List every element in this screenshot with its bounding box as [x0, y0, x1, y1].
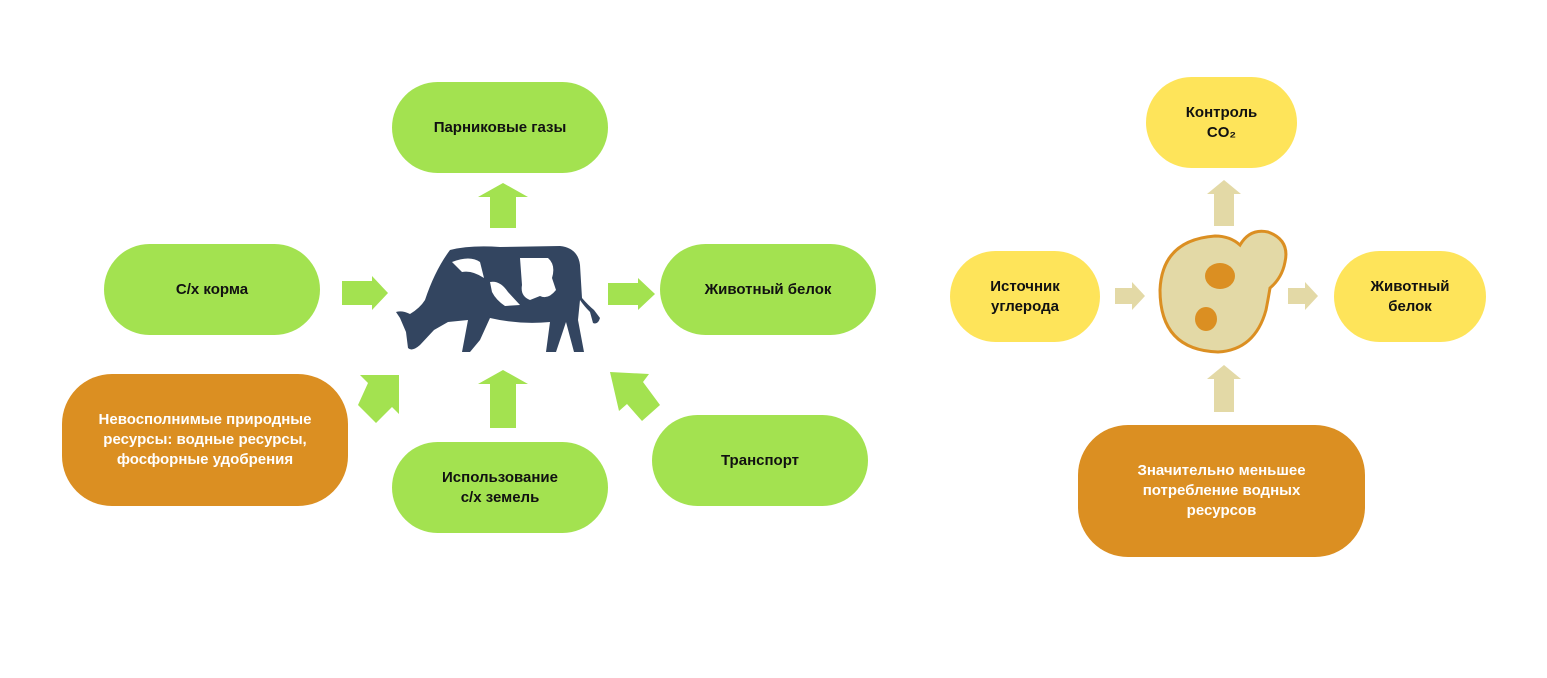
feed-box: С/х корма: [104, 244, 320, 335]
greenhouse-gases-box: Парниковые газы: [392, 82, 608, 173]
arrow-up-from-water: [1207, 365, 1241, 412]
land-use-box: Использование с/х земель: [392, 442, 608, 533]
carbon-source-box: Источник углерода: [950, 251, 1100, 342]
arrow-up-from-land: [478, 370, 528, 428]
arrow-diagonal-from-resources: [358, 375, 399, 423]
nonrenewable-resources-box: Невосполнимые природные ресурсы: водные …: [62, 374, 348, 506]
transport-box: Транспорт: [652, 415, 868, 506]
arrow-diagonal-from-transport: [610, 372, 660, 421]
arrow-right-to-protein: [608, 278, 655, 310]
arrow-up-to-greenhouse: [478, 183, 528, 228]
co2-control-box: Контроль CO₂: [1146, 77, 1297, 168]
arrow-right-from-feed: [342, 276, 388, 310]
arrow-right-from-carbon: [1115, 282, 1145, 310]
yeast-cell-icon: [1158, 229, 1288, 354]
arrow-up-to-co2: [1207, 180, 1241, 226]
arrow-right-to-protein-right: [1288, 282, 1318, 310]
animal-protein-right-box: Животный белок: [1334, 251, 1486, 342]
cow-icon: [396, 246, 600, 352]
water-use-box: Значительно меньшее потребление водных р…: [1078, 425, 1365, 557]
animal-protein-box: Животный белок: [660, 244, 876, 335]
